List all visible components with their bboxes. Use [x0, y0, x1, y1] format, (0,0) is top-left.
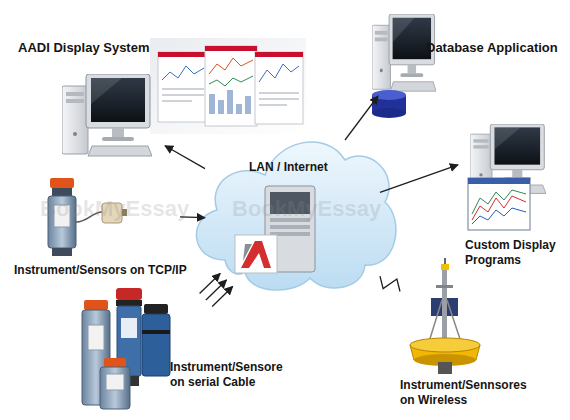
chart-window [472, 190, 526, 214]
serial-sensors [88, 325, 104, 350]
connector-line [345, 96, 378, 140]
serial-sensors [82, 288, 170, 409]
display-screenshots [158, 52, 208, 57]
node-caption: Database Application [426, 40, 560, 56]
tcp-sensor [50, 178, 74, 188]
serial-sensor-node: Instrument/Sensore on serial Cable [72, 300, 315, 415]
display-screenshots [150, 38, 306, 134]
connector-line [200, 274, 221, 294]
tcp-sensor [52, 248, 72, 256]
connector-line [380, 165, 458, 193]
display-screenshots [255, 52, 303, 124]
connector-arrow [380, 276, 400, 291]
tcp-sensor-node: Instrument/Sensors on TCP/IP [10, 175, 180, 285]
watermark-text: BookMyEssay [40, 196, 189, 222]
connector-line [380, 276, 400, 291]
wireless-buoy [442, 270, 447, 346]
display-screenshots [158, 52, 208, 122]
display-screenshots [150, 38, 306, 134]
serial-sensors [142, 330, 170, 334]
server-panel [270, 225, 310, 229]
serial-sensors [116, 288, 142, 300]
node-caption: Instrument/Sennsores on Wireless [400, 378, 535, 408]
serial-sensors [104, 358, 126, 367]
serial-sensors [144, 304, 168, 314]
display-screenshots [209, 76, 253, 86]
serial-sensors [142, 314, 170, 376]
node-caption: Instrument/Sensore on serial Cable [170, 360, 295, 390]
database-cylinder [372, 90, 406, 118]
serial-sensors [116, 300, 142, 306]
logo-box [235, 235, 277, 273]
wireless-sensor-node: Instrument/Sennsores on Wireless [400, 280, 565, 415]
display-screenshots [218, 100, 224, 114]
watermark-text: BookMyEssay [232, 196, 381, 222]
display-screenshots [259, 92, 299, 94]
node-caption: Custom Display Programs [465, 238, 565, 268]
display-node: AADI Display System [15, 38, 165, 163]
display-screenshots [162, 100, 192, 102]
display-screenshots [162, 66, 204, 80]
display-screenshots [162, 94, 204, 96]
display-screenshots [259, 98, 299, 100]
connector-arrow [200, 274, 233, 307]
connector-line [180, 216, 205, 218]
chart-window [468, 178, 530, 184]
connector-arrow [165, 146, 205, 169]
display-screenshots [205, 46, 257, 51]
connector-arrow [180, 216, 205, 218]
node-caption: AADI Display System [18, 40, 163, 56]
node-caption: LAN / Internet [249, 160, 349, 175]
wireless-buoy [438, 362, 452, 374]
node-caption: Instrument/Sensors on TCP/IP [14, 263, 187, 278]
display-screenshots [227, 90, 233, 114]
chart-window [472, 208, 526, 224]
serial-sensors [84, 300, 108, 310]
wireless-buoy [410, 338, 480, 352]
display-screenshots [245, 96, 251, 114]
connector-line [206, 280, 227, 300]
display-screenshots [259, 64, 299, 82]
wireless-buoy [436, 285, 453, 288]
wireless-buoy [410, 258, 480, 374]
display-screenshots [162, 88, 204, 90]
database-cylinder [372, 90, 406, 100]
wireless-buoy [441, 264, 449, 270]
display-screenshots [259, 104, 287, 106]
display-screenshots [205, 46, 257, 126]
display-screenshots [255, 52, 303, 57]
logo-mark [243, 244, 252, 261]
connector-arrow [345, 96, 378, 140]
cloud-outline [196, 142, 395, 290]
computer-icon [62, 74, 152, 156]
computer-icon [62, 74, 152, 156]
connector-line [212, 287, 233, 307]
database-cylinder [372, 108, 406, 118]
serial-sensors [106, 374, 124, 390]
tcp-sensor [52, 188, 72, 196]
display-screenshots [209, 94, 215, 114]
connector-line [165, 146, 205, 169]
logo-mark [241, 241, 271, 268]
database-node: Database Application [378, 10, 560, 118]
serial-sensors [100, 367, 130, 409]
connector-arrow [380, 165, 458, 193]
chart-window [468, 178, 530, 230]
chart-window [468, 178, 530, 230]
serial-sensors [121, 318, 137, 338]
custom-display-node: Custom Display Programs [458, 122, 565, 270]
display-screenshots [236, 104, 242, 114]
display-screenshots [209, 58, 253, 74]
